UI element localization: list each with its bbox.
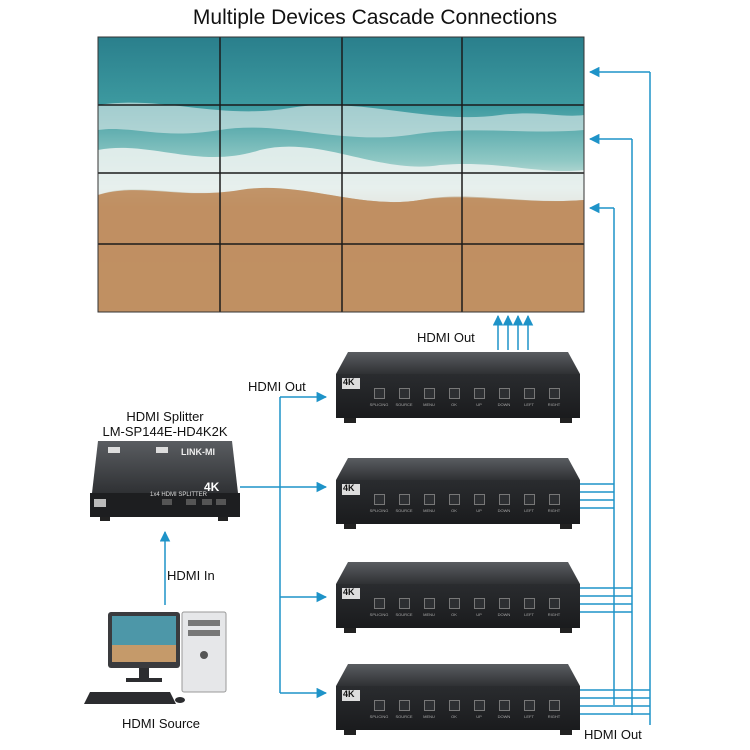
controller-3-badge: 4K <box>343 587 355 597</box>
controller-1-button <box>374 388 385 399</box>
label-hdmi-out-bottom: HDMI Out <box>584 727 642 742</box>
splitter-output-arrows <box>240 391 328 699</box>
controller-4-button <box>399 700 410 711</box>
keyboard <box>84 692 176 704</box>
controller-2-button-label: SOURCE <box>395 508 413 513</box>
controller-2-button <box>524 494 535 505</box>
controller-2-button <box>424 494 435 505</box>
controller-1-button <box>524 388 535 399</box>
controller-3-button <box>549 598 560 609</box>
controller-4-button <box>474 700 485 711</box>
wall-input-arrows <box>492 314 534 350</box>
controller-1-button-label: RIGHT <box>547 402 561 407</box>
controller-1-button-label: LEFT <box>524 402 534 407</box>
controller-3-button-label: UP <box>476 612 482 617</box>
controller-4-button-label: SPLICING <box>369 714 389 719</box>
controller-2-button-label: UP <box>476 508 482 513</box>
controller-3-button-label: DOWN <box>497 612 511 617</box>
controller-3-button <box>474 598 485 609</box>
splitter-caption-2: LM-SP144E-HD4K2K <box>102 424 228 439</box>
controller-2-button <box>499 494 510 505</box>
label-hdmi-out-left: HDMI Out <box>248 379 306 394</box>
splitter-4k-badge: 4K <box>204 480 220 494</box>
controller-4-button <box>524 700 535 711</box>
controller-4-badge: 4K <box>343 689 355 699</box>
controller-4-button-label: LEFT <box>524 714 534 719</box>
controller-3-button <box>449 598 460 609</box>
video-wall <box>97 36 585 313</box>
controller-3-button <box>524 598 535 609</box>
computer-source <box>84 611 227 704</box>
controller-2-button-label: DOWN <box>497 508 511 513</box>
controller-4-button-label: RIGHT <box>547 714 561 719</box>
controller-4-button-label: OK <box>451 714 457 719</box>
controller-1-button <box>424 388 435 399</box>
controller-1-button-label: SPLICING <box>369 402 389 407</box>
label-hdmi-out-wall: HDMI Out <box>417 330 475 345</box>
controller-3-button <box>424 598 435 609</box>
controller-1-badge: 4K <box>343 377 355 387</box>
controller-4-button-label: UP <box>476 714 482 719</box>
controller-1-button-label: SOURCE <box>395 402 413 407</box>
controller-2-button <box>399 494 410 505</box>
controller-3-button-label: LEFT <box>524 612 534 617</box>
controller-2-button <box>549 494 560 505</box>
controller-1-button-label: MENU <box>423 402 435 407</box>
mouse <box>175 697 185 703</box>
controller-2-button-label: OK <box>451 508 457 513</box>
splitter-caption-1: HDMI Splitter <box>126 409 204 424</box>
hdmi-splitter-device <box>90 441 240 521</box>
controller-3-button-label: RIGHT <box>547 612 561 617</box>
controller-2-button-label: MENU <box>423 508 435 513</box>
controller-1-button-label: OK <box>451 402 457 407</box>
controller-1-button <box>474 388 485 399</box>
controller-1-button-label: DOWN <box>497 402 511 407</box>
controller-4-button <box>499 700 510 711</box>
controller-2-button-label: LEFT <box>524 508 534 513</box>
splitter-brand: LINK-MI <box>181 447 215 457</box>
controller-4-button <box>424 700 435 711</box>
splitter-model-text: 1x4 HDMI SPLITTER <box>150 492 208 498</box>
controller-1-button <box>499 388 510 399</box>
controller-1-button <box>449 388 460 399</box>
controller-1-button <box>399 388 410 399</box>
controller-4-button-label: SOURCE <box>395 714 413 719</box>
controller-2-button-label: RIGHT <box>547 508 561 513</box>
controller-4-button <box>374 700 385 711</box>
controller-3-button-label: SPLICING <box>369 612 389 617</box>
controller-3-button <box>399 598 410 609</box>
controller-3-button-label: SOURCE <box>395 612 413 617</box>
controller-2-button <box>374 494 385 505</box>
controller-2-button <box>449 494 460 505</box>
sand <box>98 187 584 312</box>
controller-1-button-label: UP <box>476 402 482 407</box>
controller-3-button-label: MENU <box>423 612 435 617</box>
controller-2-button <box>474 494 485 505</box>
controller-4-button-label: DOWN <box>497 714 511 719</box>
controller-4-button <box>549 700 560 711</box>
controller-2-badge: 4K <box>343 483 355 493</box>
cascade-return-arrows <box>580 66 651 725</box>
diagram-title: Multiple Devices Cascade Connections <box>192 6 558 29</box>
controller-4-button-label: MENU <box>423 714 435 719</box>
label-hdmi-source: HDMI Source <box>122 716 201 731</box>
label-hdmi-in: HDMI In <box>167 568 215 583</box>
controller-1-button <box>549 388 560 399</box>
controller-2-button-label: SPLICING <box>369 508 389 513</box>
controller-3-button <box>499 598 510 609</box>
controller-3-button-label: OK <box>451 612 457 617</box>
controller-3-button <box>374 598 385 609</box>
controller-4-button <box>449 700 460 711</box>
